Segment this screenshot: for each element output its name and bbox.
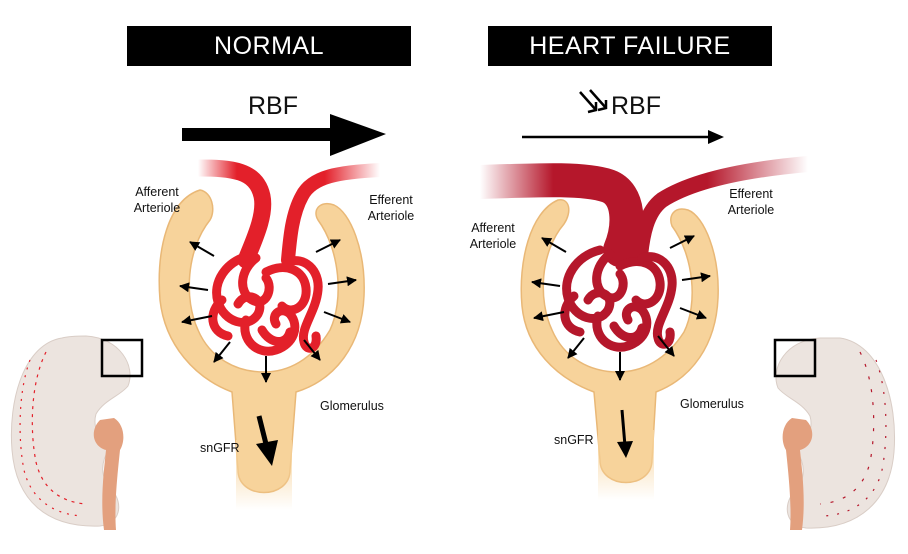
failure-filtration-arrows (531, 235, 711, 381)
normal-rbf-label: RBF (248, 92, 298, 120)
failure-kidney-icon (773, 337, 896, 530)
normal-filtration-arrows (179, 239, 357, 383)
normal-efferent-label: Efferent Arteriole (367, 193, 415, 223)
normal-afferent-arteriole (189, 159, 272, 269)
filtration-arrow (181, 315, 213, 326)
normal-glomerular-tuft (208, 251, 323, 356)
filtration-arrow (669, 235, 695, 249)
heart-failure-title-banner: HEART FAILURE (488, 26, 772, 66)
normal-title-banner: NORMAL (127, 26, 411, 66)
failure-sngfr-arrow (617, 409, 633, 458)
normal-glomerulus-label: Glomerulus (320, 399, 384, 413)
filtration-arrow (327, 276, 357, 287)
filtration-arrow (533, 311, 565, 322)
normal-kidney-icon (10, 335, 144, 530)
double-down-arrow-icon (579, 89, 608, 114)
filtration-arrow (541, 237, 567, 253)
heart-failure-panel (463, 89, 896, 530)
failure-afferent-label: Afferent Arteriole (469, 221, 517, 251)
filtration-arrow (323, 311, 351, 324)
filtration-arrow (679, 307, 707, 320)
normal-afferent-label: Afferent Arteriole (133, 185, 181, 215)
failure-sngfr-label: snGFR (554, 433, 594, 447)
zoom-box (100, 338, 144, 378)
filtration-arrow (189, 241, 215, 257)
filtration-arrow (213, 341, 231, 363)
filtration-arrow (179, 282, 209, 293)
normal-sngfr-label: snGFR (200, 441, 240, 455)
rbf-flow-arrow-small (522, 130, 724, 144)
normal-efferent-arteriole (281, 163, 387, 267)
failure-efferent-label: Efferent Arteriole (727, 187, 775, 217)
failure-glomerulus-label: Glomerulus (680, 397, 744, 411)
filtration-arrow (567, 337, 585, 359)
failure-glomerular-tuft (560, 245, 677, 352)
normal-sngfr-arrow (256, 415, 278, 466)
zoom-box (773, 338, 817, 378)
failure-efferent-arteriole (632, 156, 816, 264)
heart-failure-title: HEART FAILURE (529, 31, 731, 60)
filtration-arrow (303, 339, 321, 361)
filtration-arrow (315, 239, 341, 253)
filtration-arrow (681, 272, 711, 283)
normal-panel (10, 114, 387, 530)
failure-afferent-arteriole (463, 163, 644, 267)
heart-failure-rbf-label: RBF (611, 92, 661, 120)
rbf-flow-arrow-large (182, 114, 386, 156)
filtration-arrow (657, 335, 675, 357)
filtration-arrow (531, 278, 561, 289)
normal-title: NORMAL (214, 31, 324, 60)
